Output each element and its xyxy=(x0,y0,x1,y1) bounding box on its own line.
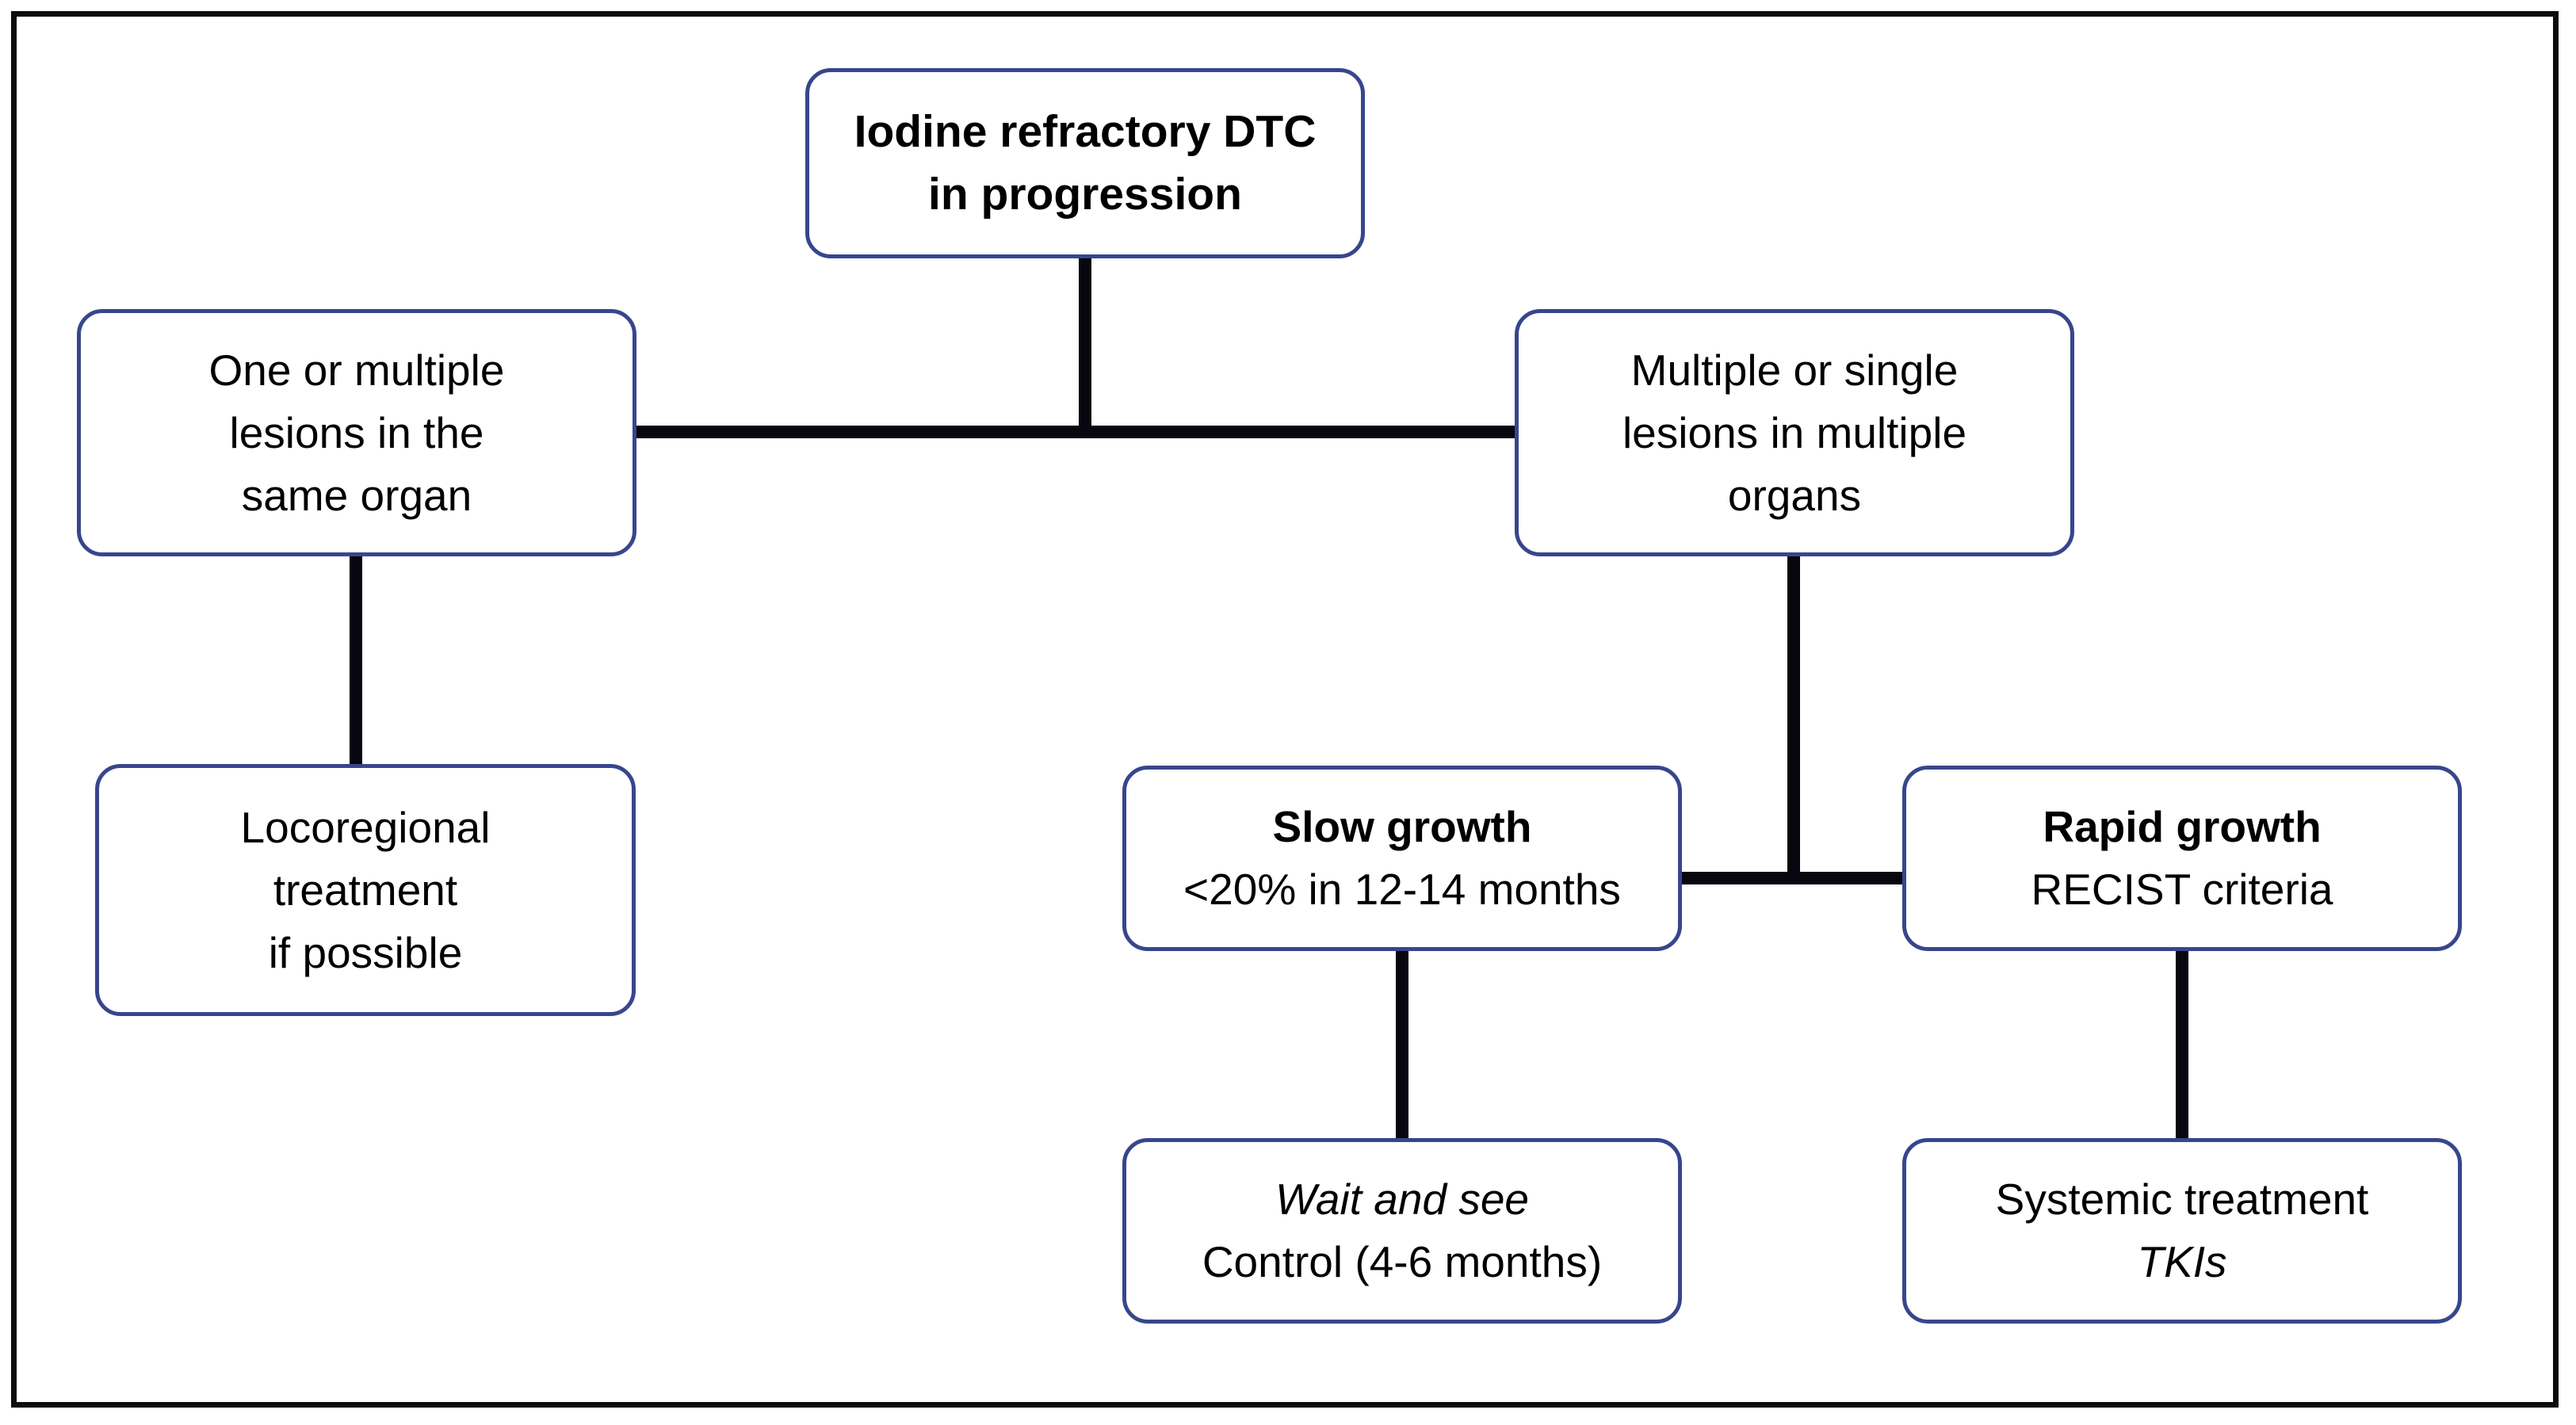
connector-root-vertical xyxy=(1079,258,1091,438)
node-root-line2: in progression xyxy=(928,169,1242,220)
node-rapid-growth: Rapid growth RECIST criteria xyxy=(1902,766,2462,951)
node-one-or-multiple-lesions: One or multiple lesions in the same orga… xyxy=(77,309,636,556)
node-right-line3: organs xyxy=(1727,470,1862,520)
node-slow-line2: <20% in 12-14 months xyxy=(1183,865,1621,914)
connector-rapid-to-systemic xyxy=(2176,951,2188,1140)
node-slow-growth: Slow growth <20% in 12-14 months xyxy=(1122,766,1682,951)
connector-growth-horizontal xyxy=(1680,872,1905,884)
connector-main-horizontal xyxy=(636,426,1516,438)
connector-right-vertical xyxy=(1787,556,1800,884)
node-iodine-refractory-dtc: Iodine refractory DTC in progression xyxy=(805,68,1365,258)
node-left-line1: One or multiple xyxy=(208,345,505,395)
node-wait-line1: Wait and see xyxy=(1275,1175,1529,1224)
connector-left-to-locoregional xyxy=(350,556,362,766)
node-wait-and-see: Wait and see Control (4-6 months) xyxy=(1122,1138,1682,1324)
node-left-line3: same organ xyxy=(241,470,472,520)
node-locoregional-treatment: Locoregional treatment if possible xyxy=(95,764,636,1016)
connector-slow-to-wait xyxy=(1396,951,1408,1140)
node-systemic-treatment: Systemic treatment TKIs xyxy=(1902,1138,2462,1324)
node-loco-line1: Locoregional xyxy=(240,802,491,852)
node-loco-line2: treatment xyxy=(273,865,458,915)
node-systemic-line1: Systemic treatment xyxy=(1995,1175,2369,1224)
node-right-line2: lesions in multiple xyxy=(1622,407,1967,457)
node-wait-line2: Control (4-6 months) xyxy=(1202,1237,1603,1286)
node-left-line2: lesions in the xyxy=(229,407,484,457)
node-rapid-line2: RECIST criteria xyxy=(2031,865,2333,914)
node-systemic-line2: TKIs xyxy=(2137,1237,2227,1286)
node-rapid-line1: Rapid growth xyxy=(2043,802,2322,851)
node-loco-line3: if possible xyxy=(268,927,463,977)
node-right-line1: Multiple or single xyxy=(1630,345,1959,395)
node-multiple-or-single-lesions: Multiple or single lesions in multiple o… xyxy=(1515,309,2074,556)
node-slow-line1: Slow growth xyxy=(1272,802,1532,851)
node-root-line1: Iodine refractory DTC xyxy=(854,106,1317,157)
